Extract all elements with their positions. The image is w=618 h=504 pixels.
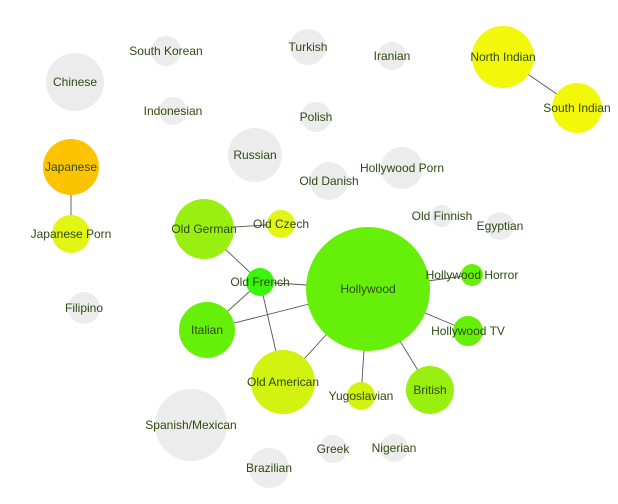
node-circle[interactable] — [151, 36, 181, 66]
node-circle[interactable] — [310, 162, 348, 200]
node-circle[interactable] — [461, 264, 483, 286]
node-label: Old Danish — [299, 174, 358, 188]
node-old-finnish[interactable]: Old Finnish — [412, 205, 473, 227]
node-greek[interactable]: Greek — [317, 435, 351, 463]
node-circle[interactable] — [406, 366, 454, 414]
node-circle[interactable] — [43, 139, 99, 195]
node-label: Brazilian — [246, 461, 292, 475]
node-circle[interactable] — [378, 42, 406, 70]
node-chinese[interactable]: Chinese — [46, 53, 104, 111]
node-filipino[interactable]: Filipino — [65, 292, 103, 324]
node-old-czech[interactable]: Old Czech — [253, 210, 309, 238]
node-label: South Korean — [129, 44, 202, 58]
node-circle[interactable] — [301, 102, 331, 132]
node-egyptian[interactable]: Egyptian — [477, 212, 524, 240]
node-south-indian[interactable]: South Indian — [543, 83, 611, 133]
node-circle[interactable] — [486, 212, 514, 240]
node-circle[interactable] — [246, 268, 274, 296]
node-circle[interactable] — [179, 302, 235, 358]
node-yugoslavian[interactable]: Yugoslavian — [329, 382, 394, 410]
node-spanish-mexican[interactable]: Spanish/Mexican — [145, 389, 237, 461]
node-circle[interactable] — [472, 26, 534, 88]
node-circle[interactable] — [46, 53, 104, 111]
node-japanese-porn[interactable]: Japanese Porn — [31, 215, 112, 253]
node-brazilian[interactable]: Brazilian — [246, 448, 292, 488]
node-old-french[interactable]: Old French — [230, 268, 290, 296]
node-turkish[interactable]: Turkish — [289, 29, 328, 65]
node-japanese[interactable]: Japanese — [43, 139, 99, 195]
node-circle[interactable] — [267, 210, 295, 238]
node-russian[interactable]: Russian — [228, 128, 282, 182]
node-label: Spanish/Mexican — [145, 418, 236, 432]
node-circle[interactable] — [381, 147, 423, 189]
node-label: Japanese — [45, 160, 97, 174]
node-circle[interactable] — [306, 227, 430, 351]
node-circle[interactable] — [319, 435, 347, 463]
node-italian[interactable]: Italian — [179, 302, 235, 358]
node-label: Indonesian — [144, 104, 203, 118]
node-circle[interactable] — [290, 29, 326, 65]
node-circle[interactable] — [431, 205, 453, 227]
node-label: Polish — [300, 110, 333, 124]
node-label: Hollywood TV — [431, 324, 505, 338]
node-circle[interactable] — [380, 434, 408, 462]
node-label: Nigerian — [372, 441, 417, 455]
node-hollywood-porn[interactable]: Hollywood Porn — [360, 147, 444, 189]
node-label: Turkish — [289, 40, 328, 54]
node-polish[interactable]: Polish — [300, 102, 333, 132]
node-label: Italian — [191, 323, 223, 337]
node-label: North Indian — [470, 50, 535, 64]
node-label: Iranian — [374, 49, 411, 63]
node-hollywood-horror[interactable]: Hollywood Horror — [426, 264, 519, 286]
node-circle[interactable] — [228, 128, 282, 182]
node-label: Old German — [171, 222, 236, 236]
node-circle[interactable] — [347, 382, 375, 410]
node-hollywood-tv[interactable]: Hollywood TV — [431, 316, 505, 346]
node-north-indian[interactable]: North Indian — [470, 26, 536, 88]
node-british[interactable]: British — [406, 366, 454, 414]
node-label: Old American — [247, 375, 319, 389]
node-circle[interactable] — [251, 350, 315, 414]
node-label: Hollywood — [340, 282, 395, 296]
node-south-korean[interactable]: South Korean — [129, 36, 203, 66]
node-old-american[interactable]: Old American — [247, 350, 319, 414]
node-label: Yugoslavian — [329, 389, 394, 403]
node-old-danish[interactable]: Old Danish — [299, 162, 359, 200]
node-circle[interactable] — [68, 292, 100, 324]
node-label: Egyptian — [477, 219, 524, 233]
node-label: Japanese Porn — [31, 227, 112, 241]
node-label: Russian — [233, 148, 276, 162]
node-hollywood[interactable]: Hollywood — [306, 227, 430, 351]
node-label: Old French — [230, 275, 289, 289]
node-label: Old Czech — [253, 217, 309, 231]
node-label: Greek — [317, 442, 351, 456]
node-circle[interactable] — [552, 83, 602, 133]
node-label: South Indian — [543, 101, 610, 115]
node-circle[interactable] — [52, 215, 90, 253]
node-label: Filipino — [65, 301, 103, 315]
node-label: Hollywood Porn — [360, 161, 444, 175]
node-label: Hollywood Horror — [426, 268, 519, 282]
node-circle[interactable] — [453, 316, 483, 346]
node-circle[interactable] — [159, 97, 187, 125]
node-nigerian[interactable]: Nigerian — [372, 434, 417, 462]
node-circle[interactable] — [155, 389, 227, 461]
node-label: Old Finnish — [412, 209, 473, 223]
node-label: British — [413, 383, 446, 397]
node-label: Chinese — [53, 75, 97, 89]
node-circle[interactable] — [174, 199, 234, 259]
node-circle[interactable] — [249, 448, 289, 488]
node-indonesian[interactable]: Indonesian — [144, 97, 203, 125]
node-old-german[interactable]: Old German — [171, 199, 237, 259]
node-iranian[interactable]: Iranian — [374, 42, 411, 70]
